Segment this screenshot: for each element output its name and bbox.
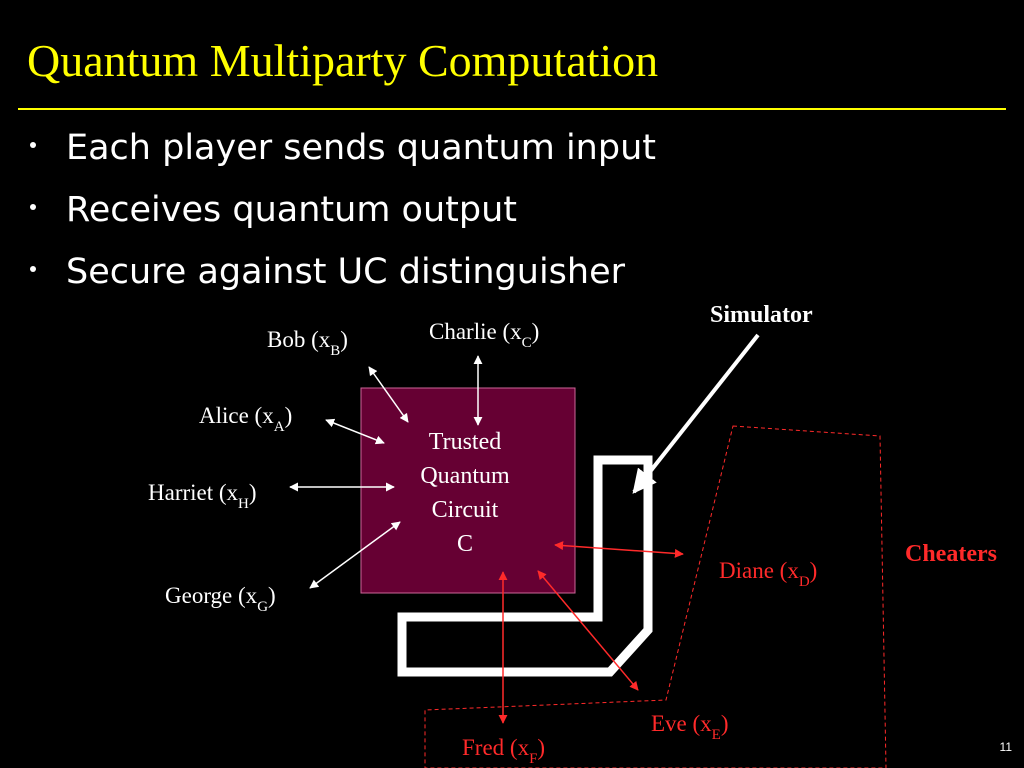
cheaters-region [424, 425, 887, 768]
slide-title: Quantum Multiparty Computation [27, 35, 659, 86]
diane-arrow [554, 541, 684, 558]
cheaters-label: Cheaters [905, 541, 997, 567]
title-underline [18, 108, 1006, 110]
bullet-dot-icon [30, 266, 36, 272]
bullet-dot-icon [30, 142, 36, 148]
player-label-harriet: Harriet (xH) [148, 480, 257, 512]
eve-arrow [537, 570, 639, 691]
circuit-label-line: Circuit [432, 497, 499, 523]
circuit-label-line: Quantum [420, 463, 510, 489]
george-arrow [309, 521, 401, 589]
player-label-bob: Bob (xB) [267, 327, 348, 359]
bullet-text: Receives quantum output [66, 190, 517, 230]
player-label-charlie: Charlie (xC) [429, 319, 539, 351]
player-label-fred: Fred (xF) [462, 735, 545, 767]
circuit-label-line: C [457, 531, 473, 557]
page-number: 11 [999, 740, 1012, 754]
player-label-diane: Diane (xD) [719, 558, 817, 590]
trusted-circuit-box [360, 387, 576, 594]
alice-arrow [325, 418, 385, 445]
circuit-label-line: Trusted [429, 429, 501, 455]
simulator-arrow [632, 333, 760, 494]
bullet-dot-icon [30, 204, 36, 210]
player-label-eve: Eve (xE) [651, 711, 729, 743]
bullet-text: Secure against UC distinguisher [66, 252, 626, 292]
player-label-george: George (xG) [165, 583, 276, 615]
bob-arrow [368, 366, 409, 423]
simulator-label: Simulator [710, 302, 813, 328]
player-label-alice: Alice (xA) [199, 403, 292, 435]
bullet-text: Each player sends quantum input [66, 128, 656, 168]
